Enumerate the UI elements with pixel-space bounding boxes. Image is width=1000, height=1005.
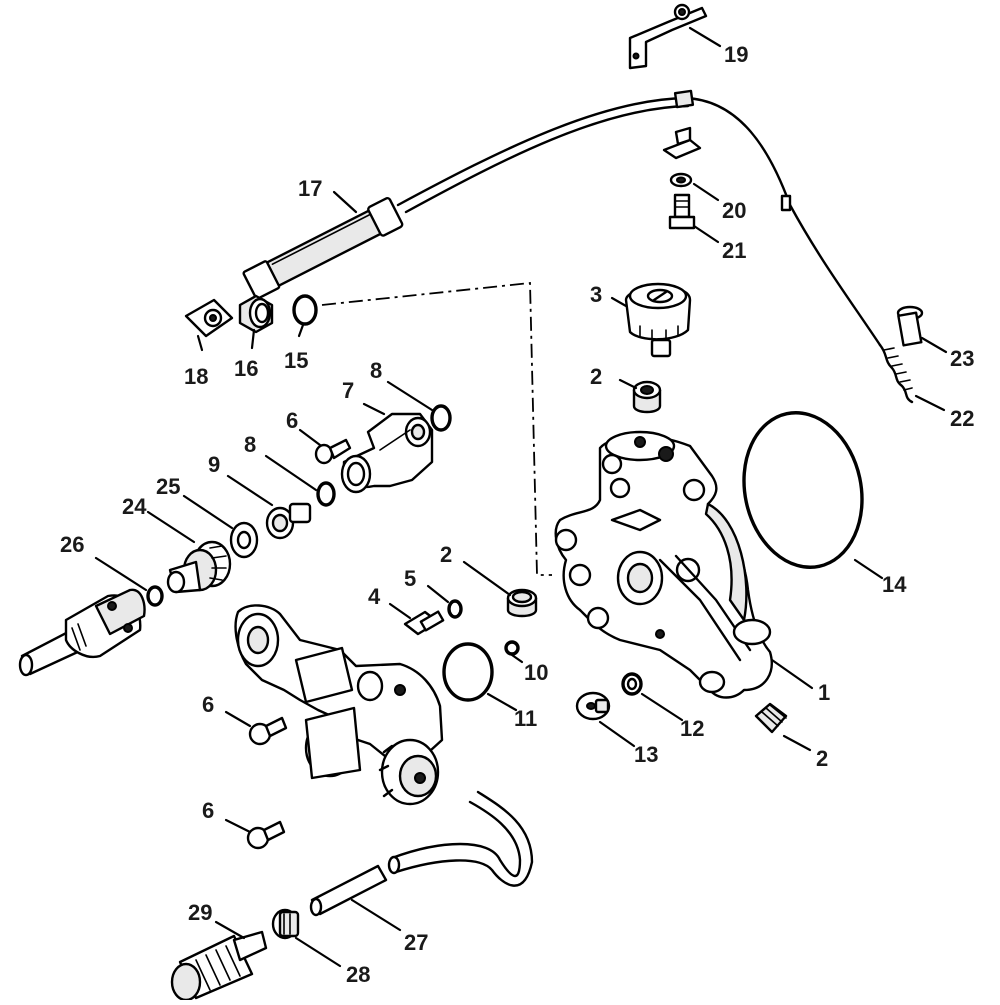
callout-20: 20 [722,198,746,223]
callout-7: 7 [342,378,354,403]
screw [246,820,286,850]
tension-spring [878,343,914,404]
cable-bracket [628,3,708,70]
callout-8: 8 [370,358,382,383]
screw [248,716,288,746]
plug [632,380,662,414]
suction-hose [387,790,534,887]
cable-clip [662,126,702,160]
screw [314,438,352,465]
callout-5: 5 [404,566,416,591]
valve-insert [265,502,312,540]
callout-16: 16 [234,356,258,381]
callout-2: 2 [816,746,828,771]
callout-labels: 1 2 2 2 3 4 5 6 6 6 7 8 8 9 10 11 12 13 … [60,42,974,987]
throttle-cable-assembly [242,89,882,347]
o-ring [430,404,452,432]
callout-27: 27 [404,930,428,955]
callout-18: 18 [184,364,208,389]
o-ring [504,640,520,656]
callout-6: 6 [286,408,298,433]
callout-8: 8 [244,432,256,457]
callout-26: 26 [60,532,84,557]
callout-3: 3 [590,282,602,307]
tube [309,864,388,917]
injector-body [234,604,444,806]
pump-housing [554,430,773,699]
plug [575,691,611,721]
callout-11: 11 [514,706,537,731]
washer [669,172,693,188]
callout-13: 13 [634,742,658,767]
callout-15: 15 [284,348,308,373]
callout-21: 21 [722,238,746,263]
callout-2: 2 [440,542,452,567]
adjusting-knob [166,540,232,594]
seal-ring [447,599,463,619]
callout-6: 6 [202,692,214,717]
o-ring [316,481,336,507]
valve-housing [340,412,434,494]
callout-19: 19 [724,42,748,67]
o-ring [442,642,494,702]
callout-14: 14 [882,572,907,597]
callout-17: 17 [298,176,322,201]
callout-1: 1 [818,680,830,705]
nozzle-lance [18,588,146,677]
callout-2: 2 [590,364,602,389]
callout-22: 22 [950,406,974,431]
screw [896,305,924,347]
callout-6: 6 [202,798,214,823]
nut [238,294,274,334]
callout-29: 29 [188,900,212,925]
callout-12: 12 [680,716,704,741]
o-ring [146,585,164,607]
suction-filter [170,930,268,1002]
callout-28: 28 [346,962,370,987]
large-o-ring [742,411,864,569]
callout-4: 4 [368,584,381,609]
callout-leaders [94,26,948,968]
callout-9: 9 [208,452,220,477]
washer [229,521,259,559]
callout-10: 10 [524,660,548,685]
callout-25: 25 [156,474,180,499]
cable-fitting [184,298,234,338]
o-ring [292,294,318,326]
plug [506,588,538,618]
screw [668,193,696,230]
seal-ring [621,672,643,696]
assembly-centerline [321,282,552,576]
hose-clamp [271,908,300,940]
cap [624,282,692,358]
screw [403,610,445,636]
plug [754,702,788,734]
callout-24: 24 [122,494,147,519]
callout-23: 23 [950,346,974,371]
